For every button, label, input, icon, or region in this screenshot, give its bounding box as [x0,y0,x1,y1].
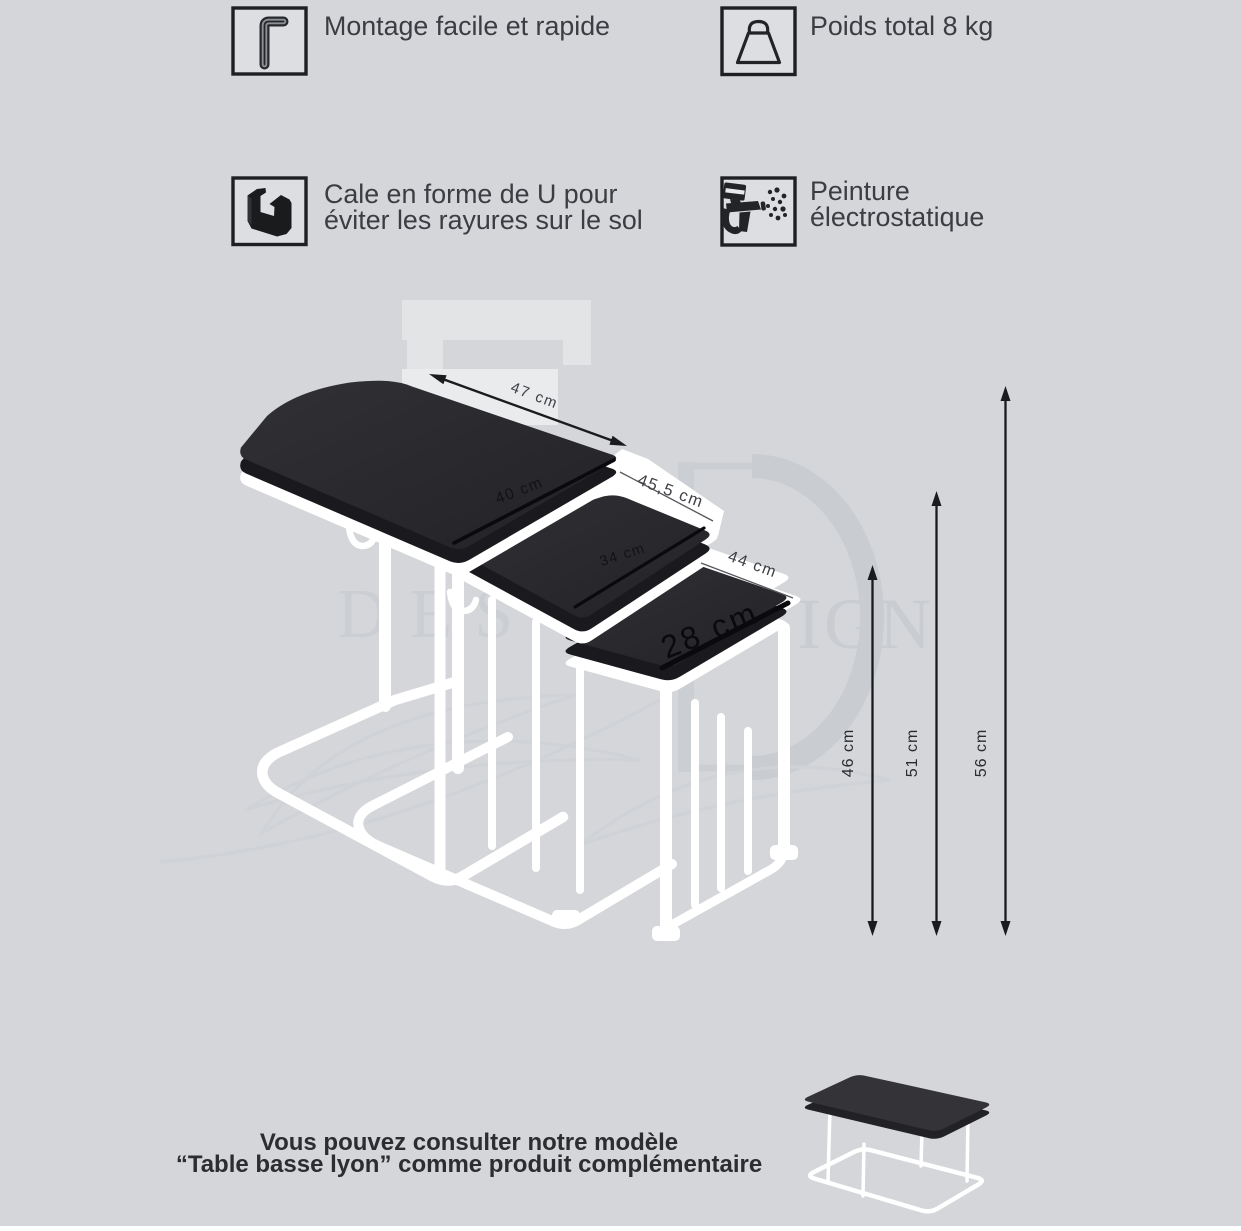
svg-text:Montage facile et rapide: Montage facile et rapide [324,11,610,41]
svg-text:éviter les rayures sur le sol: éviter les rayures sur le sol [324,205,643,235]
svg-text:Vous pouvez consulter notre mo: Vous pouvez consulter notre modèle [260,1129,678,1156]
svg-text:Cale en forme de U pour: Cale en forme de U pour [324,179,618,209]
svg-text:46 cm: 46 cm [840,729,857,778]
svg-text:IGN: IGN [797,584,934,664]
svg-text:“Table basse lyon” comme produ: “Table basse lyon” comme produit complém… [176,1151,762,1178]
svg-text:51 cm: 51 cm [904,729,921,778]
svg-text:Poids total 8 kg: Poids total 8 kg [810,11,993,41]
svg-text:Peinture: Peinture [810,176,910,206]
svg-text:électrostatique: électrostatique [810,202,984,232]
svg-text:56 cm: 56 cm [973,729,990,778]
